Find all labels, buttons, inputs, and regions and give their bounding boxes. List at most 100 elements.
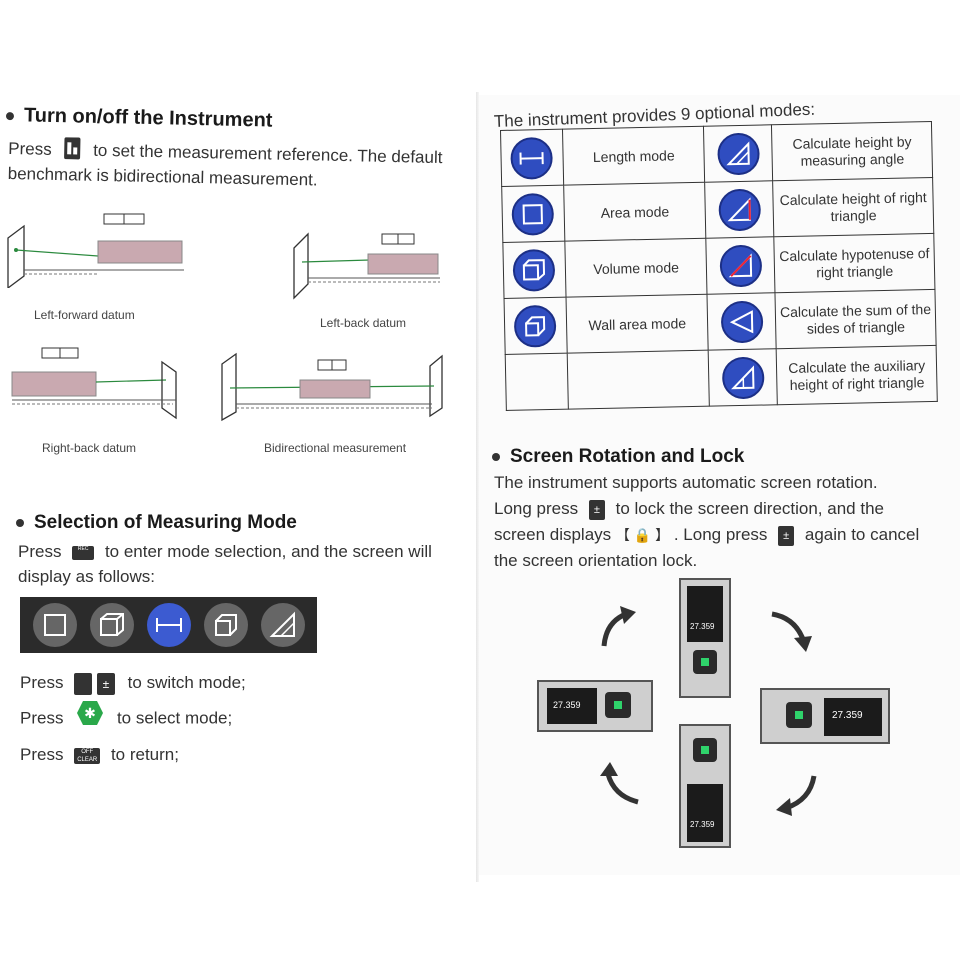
area-mode-icon [32, 603, 77, 647]
screen-displays-text: screen displays [494, 525, 612, 544]
section-title-text: Screen Rotation and Lock [510, 446, 745, 467]
section2-paragraph: Press REC to enter mode selection, and t… [18, 540, 473, 589]
mode-description: Calculate height of right triangle [772, 177, 934, 237]
select-mode-text: to select mode; [116, 708, 233, 728]
device-landscape-left: 27.359 [537, 680, 653, 732]
svg-text:✱: ✱ [84, 706, 96, 722]
datum-key-icon [74, 672, 93, 695]
auxiliary-height-icon [708, 348, 778, 407]
mode-name: Wall area mode [565, 294, 709, 354]
device-keypad [605, 692, 631, 718]
press-text: Press [20, 708, 64, 728]
select-mode-line: Press ✱ to select mode; [20, 700, 475, 738]
device-screen: 27.359 [687, 586, 723, 642]
press-text: Press [20, 745, 64, 764]
device-screen: 27.359 [687, 784, 723, 842]
section3-line4: the screen orientation lock. [494, 551, 698, 570]
device-screen: 27.359 [824, 698, 882, 736]
empty-cell [505, 353, 569, 411]
hypotenuse-icon [706, 236, 776, 295]
section-measuring-mode-title: Selection of Measuring Mode [16, 512, 297, 534]
caption-bidirectional: Bidirectional measurement [264, 441, 407, 455]
device-portrait-top: 27.359 [679, 578, 731, 698]
long-press-text: . Long press [673, 525, 768, 544]
press-text: Press [20, 673, 64, 692]
cancel-text: again to cancel [804, 525, 920, 544]
section1-line1: to set the measurement reference. The de… [92, 140, 443, 168]
mode-name [567, 350, 710, 410]
section3-line1: The instrument supports automatic screen… [494, 473, 878, 492]
device-portrait-bottom: 27.359 [679, 724, 731, 848]
mode-description: Calculate the sum of the sides of triang… [775, 289, 937, 349]
laser-key-icon: ✱ [76, 700, 104, 738]
angle-height-mode-icon [260, 603, 305, 647]
section-title-text: Selection of Measuring Mode [34, 512, 297, 533]
rotate-arrow-icon [600, 762, 639, 805]
table-row: Length mode Calculate height by measurin… [500, 121, 933, 187]
wall-area-mode-icon [203, 603, 248, 647]
mode-name: Length mode [562, 126, 706, 186]
bullet-icon [492, 452, 500, 461]
device-reading: 27.359 [690, 622, 715, 631]
length-mode-icon [146, 603, 191, 647]
section3-line3: screen displays 【 🔒 】 . Long press ± aga… [494, 522, 960, 548]
switch-mode-line: Press ± to switch mode; [20, 666, 475, 700]
device-keypad [786, 702, 812, 728]
area-mode-icon [501, 185, 565, 243]
section-screen-rotation-title: Screen Rotation and Lock [492, 446, 744, 468]
table-row: Wall area mode Calculate the sum of the … [504, 289, 937, 355]
table-row: Calculate the auxiliary height of right … [505, 345, 938, 411]
mode-description: Calculate hypotenuse of right triangle [774, 233, 935, 293]
caption-right-back: Right-back datum [42, 441, 137, 455]
left-back-datum-diagram [293, 232, 440, 300]
laser-button-icon [614, 701, 622, 709]
left-forward-datum-diagram [7, 213, 184, 288]
return-text: to return; [110, 745, 179, 764]
press-text: Press [18, 542, 62, 561]
device-reading: 27.359 [832, 710, 863, 721]
device-screen: 27.359 [547, 688, 597, 724]
section2-line2: display as follows: [18, 566, 156, 586]
laser-button-icon [701, 658, 709, 666]
plus-minus-key-icon: ± [588, 499, 605, 520]
table-row: Area mode Calculate height of right tria… [501, 177, 934, 243]
device-reading: 27.359 [553, 700, 581, 710]
mode-name: Volume mode [564, 238, 708, 298]
modes-table: Length mode Calculate height by measurin… [500, 121, 938, 411]
rotate-arrow-icon [771, 611, 812, 652]
section3-paragraph: The instrument supports automatic screen… [494, 470, 960, 574]
mode-key-instructions: Press ± to switch mode; Press ✱ to selec… [20, 666, 475, 772]
rotate-arrow-icon [776, 775, 817, 816]
datum-key-icon [62, 137, 82, 160]
table-row: Volume mode Calculate hypotenuse of righ… [502, 233, 935, 299]
right-back-datum-diagram [11, 347, 177, 420]
device-reading: 27.359 [690, 820, 715, 829]
bidirectional-datum-diagram [221, 352, 443, 422]
volume-mode-icon [89, 603, 134, 647]
record-key-icon: REC [72, 545, 95, 560]
mode-description: Calculate the auxiliary height of right … [776, 345, 938, 405]
caption-left-forward: Left-forward datum [34, 308, 135, 322]
lock-text: to lock the screen direction, and the [615, 499, 884, 518]
press-text: Press [8, 139, 52, 159]
section-title-text: Turn on/off the Instrument [23, 104, 273, 132]
triangle-sum-icon [707, 292, 777, 351]
device-landscape-right: 27.359 [760, 688, 890, 744]
mode-name: Area mode [563, 182, 707, 242]
section1-line2: benchmark is bidirectional measurement. [7, 163, 318, 190]
bullet-icon [5, 111, 15, 120]
mode-selection-strip [20, 597, 317, 653]
caption-left-back: Left-back datum [320, 316, 407, 330]
lock-icon: 【 🔒 】 [615, 527, 670, 543]
plus-minus-key-icon: ± [778, 525, 795, 546]
laser-button-icon [701, 746, 709, 754]
length-mode-icon [500, 129, 564, 187]
wall-area-mode-icon [504, 297, 568, 355]
switch-mode-text: to switch mode; [127, 673, 246, 692]
right-triangle-height-icon [705, 180, 775, 239]
mode-description: Calculate height by measuring angle [771, 121, 933, 181]
volume-mode-icon [502, 241, 566, 299]
section1-paragraph: Press to set the measurement reference. … [7, 136, 473, 196]
